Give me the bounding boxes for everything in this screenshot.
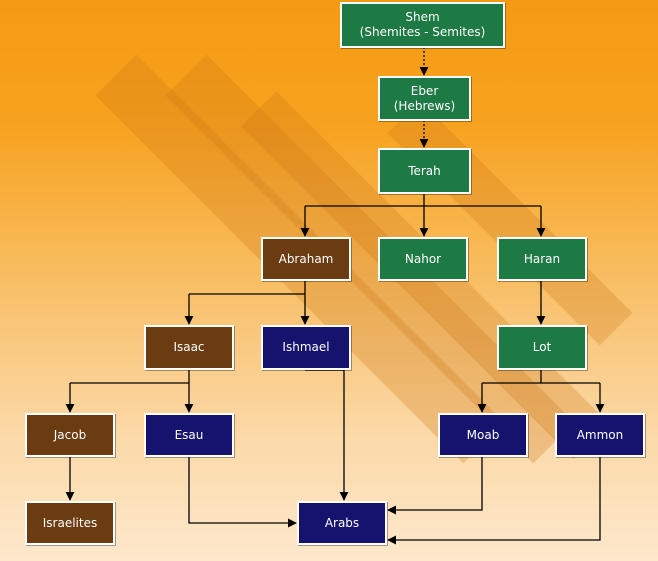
node-eber-name: Eber [410, 83, 439, 98]
node-terah: Terah [378, 148, 471, 194]
node-jacob-label: Jacob [53, 427, 87, 442]
node-jacob: Jacob [25, 413, 115, 457]
node-arabs-label: Arabs [324, 515, 360, 530]
node-ishmael-label: Ishmael [282, 340, 330, 354]
link-moab-arabs [387, 456, 483, 515]
node-terah-label: Terah [408, 163, 441, 178]
node-moab: Moab [438, 413, 528, 457]
node-moab-label: Moab [466, 427, 500, 442]
node-eber-subtitle: (Hebrews) [393, 98, 456, 113]
node-isaac-label: Isaac [173, 340, 205, 354]
link-esau-arabs [188, 456, 297, 528]
node-ammon-label: Ammon [576, 427, 624, 442]
node-abraham: Abraham [261, 237, 351, 281]
node-esau: Esau [144, 413, 234, 457]
node-shem-name: Shem [405, 10, 440, 24]
node-arabs: Arabs [297, 501, 387, 545]
node-ammon: Ammon [555, 413, 645, 457]
node-haran: Haran [497, 237, 587, 281]
node-eber: Eber (Hebrews) [378, 76, 471, 121]
node-nahor-label: Nahor [404, 251, 442, 266]
node-isaac: Isaac [144, 325, 234, 370]
node-israelites-label: Israelites [42, 515, 98, 530]
link-ammon-arabs [387, 456, 601, 545]
node-shem: Shem (Shemites - Semites) [340, 2, 505, 48]
node-haran-label: Haran [523, 251, 561, 266]
node-israelites: Israelites [25, 501, 115, 545]
node-nahor: Nahor [378, 237, 468, 281]
node-lot-label: Lot [532, 340, 552, 354]
node-esau-label: Esau [174, 427, 204, 442]
node-abraham-label: Abraham [278, 251, 334, 266]
node-shem-subtitle: (Shemites - Semites) [359, 25, 486, 39]
link-ishmael-arabs [305, 369, 349, 501]
node-ishmael: Ishmael [261, 325, 351, 370]
node-lot: Lot [497, 325, 587, 370]
